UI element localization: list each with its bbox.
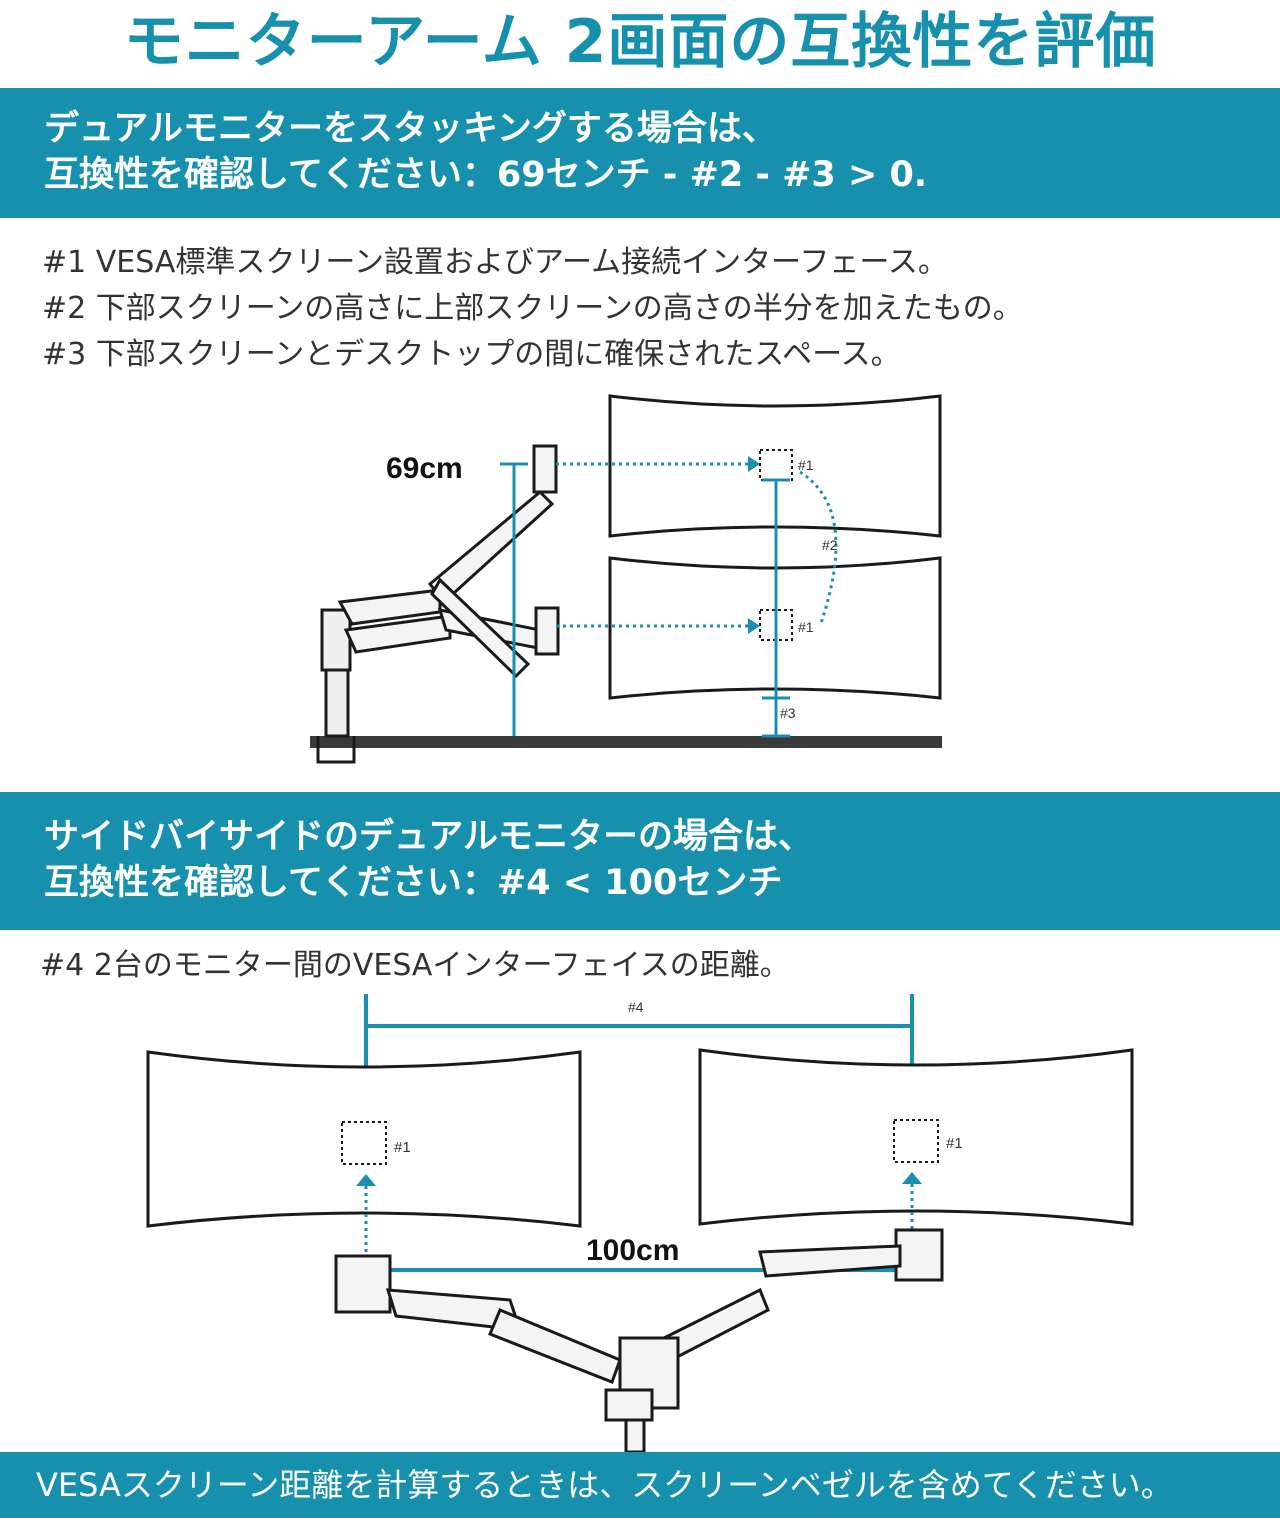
- side-diagram: #4 #1 #1 100cm: [146, 994, 1134, 1452]
- footer-text: VESAスクリーン距離を計算するときは、スクリーンベゼルを含めてください。: [36, 1466, 1173, 1504]
- notes-list: #1 VESA標準スクリーン設置およびアーム接続インターフェース。 #2 下部ス…: [42, 240, 1023, 378]
- note-1: #1 VESA標準スクリーン設置およびアーム接続インターフェース。: [42, 245, 948, 280]
- arrow-heads: [748, 456, 760, 634]
- stacking-banner: デュアルモニターをスタッキングする場合は、 互換性を確認してください：69センチ…: [0, 88, 1280, 218]
- vesa-label-upper: #1: [798, 457, 814, 473]
- vesa-label-left: #1: [394, 1139, 411, 1156]
- vesa-label-right: #1: [946, 1135, 963, 1152]
- footer-banner: VESAスクリーン距離を計算するときは、スクリーンベゼルを含めてください。: [0, 1452, 1280, 1518]
- width-label: 100cm: [586, 1234, 679, 1267]
- page-title: モニターアーム 2画面の互換性を評価: [123, 7, 1157, 77]
- arrow-heads-2: [356, 1172, 922, 1186]
- left-monitor: [146, 1050, 582, 1228]
- side-line-1: サイドバイサイドのデュアルモニターの場合は、: [44, 817, 813, 857]
- label-3: #3: [780, 705, 796, 721]
- height-label: 69cm: [386, 452, 463, 485]
- vesa-label-lower: #1: [798, 619, 814, 635]
- upper-monitor: [608, 394, 942, 538]
- note-4: #4 2台のモニター間のVESAインターフェイスの距離。: [40, 948, 790, 983]
- vesa-square-right: [893, 1119, 939, 1163]
- note-3: #3 下部スクリーンとデスクトップの間に確保されたスペース。: [42, 337, 901, 372]
- lower-arm: [343, 577, 560, 679]
- right-monitor: [698, 1048, 1134, 1226]
- upper-arm: [337, 444, 558, 626]
- vesa-square-left: [341, 1121, 387, 1165]
- arrows-dotted: [556, 462, 838, 628]
- stacked-diagram: 69cm #1 #1 #2 #3: [310, 394, 942, 764]
- side-line-2: 互換性を確認してください：#4 < 100センチ: [44, 863, 783, 903]
- arm-base: [316, 608, 356, 764]
- side-arms: [334, 1228, 944, 1452]
- label-2: #2: [822, 537, 838, 553]
- label-4: #4: [628, 999, 644, 1015]
- stacking-line-2: 互換性を確認してください：69センチ - #2 - #3 > 0.: [44, 155, 928, 195]
- height-line: [500, 462, 528, 736]
- note-2: #2 下部スクリーンの高さに上部スクリーンの高さの半分を加えたもの。: [42, 291, 1023, 326]
- side-banner: サイドバイサイドのデュアルモニターの場合は、 互換性を確認してください：#4 <…: [0, 792, 1280, 930]
- measure-3-line: [762, 698, 790, 738]
- stacking-line-1: デュアルモニターをスタッキングする場合は、: [44, 109, 777, 149]
- desk: [310, 736, 942, 748]
